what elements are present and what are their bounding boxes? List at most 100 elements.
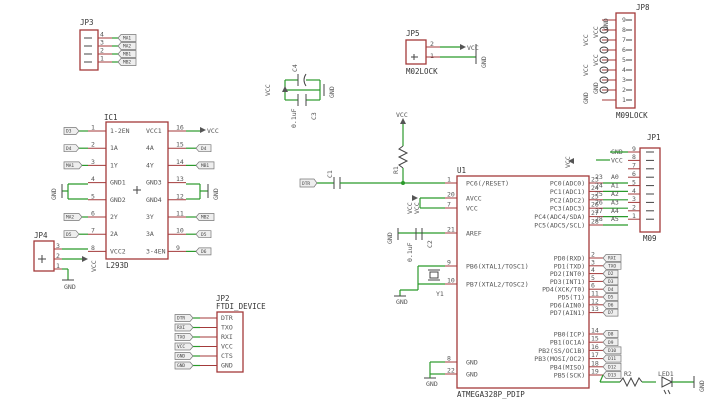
y1-gnd-label: GND <box>396 298 408 306</box>
ic1-pin-name: 2A <box>110 230 118 238</box>
jp4-ref: JP4 <box>34 231 48 240</box>
crystal-y1: GND Y1 <box>394 265 445 306</box>
jp2-vcc-net-tag <box>174 342 194 351</box>
jp1-header: JP1 M09 9GND8VCC76A05A14A23A32A41A523242… <box>564 133 661 243</box>
jp1-vcc-left-label: VCC <box>564 156 572 168</box>
ic1-body <box>105 121 169 260</box>
u1-pin-name: PC0(ADC0) <box>550 180 585 188</box>
jp8-junction <box>599 66 609 74</box>
ic1-pin-name: 1A <box>110 144 118 152</box>
ic1-ref: IC1 <box>104 113 118 122</box>
aref-gnd-label: GND <box>386 232 394 244</box>
u1-pin-name: PD2(INT0) <box>550 270 585 278</box>
jp4-body <box>33 240 55 272</box>
u1-pin-num: 10 <box>447 277 455 285</box>
u1-pin-num: 16 <box>591 343 599 351</box>
led1-ref: LED1 <box>658 370 674 378</box>
ic1-d6-net-text: D6 <box>201 249 207 255</box>
jp2-pin-name: VCC <box>221 343 233 351</box>
ic1-mb2-net-text: MB2 <box>201 215 209 221</box>
u1-gnd-label: GND <box>426 380 438 388</box>
ic1-pin-name: 3-4EN <box>146 247 166 255</box>
jp2-dtr-net-tag <box>174 314 194 322</box>
u1-d7-net-text: D7 <box>608 310 614 316</box>
u1-txo-net-tag <box>602 261 622 270</box>
jp2-txo-net-text: TXO <box>177 335 185 341</box>
u1-pin-name: PC4(ADC4/SDA) <box>534 213 585 221</box>
u1-txo-net-text: TXO <box>608 263 616 269</box>
jp3-pin-num: 1 <box>100 55 104 63</box>
jp1-pin-num: 2 <box>632 204 636 212</box>
jp4-pin-num: 3 <box>56 242 60 250</box>
jp8-side-label: VCC <box>582 34 590 46</box>
u1-pin-name: PD6(AIN0) <box>550 301 585 309</box>
jp1-pin-net: A2 <box>611 190 619 198</box>
ic1-pin-num: 9 <box>176 244 180 252</box>
u1-d9-net-text: D9 <box>608 340 614 346</box>
u1-pin-num: 15 <box>591 335 599 343</box>
jp8-junction <box>599 26 609 34</box>
u1-pin-name: PB3(MOSI/OC2) <box>534 355 585 363</box>
jp5-header: JP5 M02LOCK 2 1 VCC GND <box>405 29 488 76</box>
u1-pin-num: 21 <box>447 226 455 234</box>
jp3-ma2-net-text: MA2 <box>123 44 131 50</box>
jp8-side-label: GND <box>582 92 590 104</box>
jp8-value: M09LOCK <box>616 111 648 120</box>
ic1-pin-num: 16 <box>176 124 184 132</box>
u1-pin-num: 22 <box>447 367 455 375</box>
jp5-ref: JP5 <box>406 29 420 38</box>
jp1-ref: JP1 <box>647 133 661 142</box>
u1-pin-num: 5 <box>591 274 595 282</box>
u1-pin-name: PD1(TXD) <box>554 262 585 270</box>
jp2-gnd-net-text: GND <box>177 354 185 360</box>
c1-dtr-net: DTR <box>302 181 310 187</box>
ic1-ma1-net-tag <box>63 161 83 170</box>
c3-value: 0.1uF <box>290 108 298 128</box>
u1-pin-name: PD4(XCK/T0) <box>542 286 585 294</box>
u1-pin-name: PB5(SCK) <box>554 372 585 380</box>
r1-vcc-label: VCC <box>396 111 408 119</box>
ic1-ma2-net-text: MA2 <box>66 215 74 221</box>
jp2-body <box>216 311 244 373</box>
jp2-gnd-net-tag <box>174 361 194 370</box>
jp4-vcc-label: VCC <box>90 260 98 272</box>
ic1-pin-name: 4A <box>146 144 154 152</box>
jp2-pin-name: GND <box>221 362 233 370</box>
jp4-header: JP4 3 2 1 VCC GND <box>33 231 98 291</box>
jp1-pin-net: A1 <box>611 182 619 190</box>
jp2-pin-name: CTS <box>221 352 233 360</box>
ic1-mb1-net-tag <box>195 161 215 170</box>
c2-ref: C2 <box>426 240 434 248</box>
jp8-pin-num: 6 <box>622 46 626 54</box>
u1-pin-name: AREF <box>466 230 482 238</box>
ic1-pin-name: GND1 <box>110 179 126 187</box>
ic1-pin-num: 12 <box>176 192 184 200</box>
ic1-value: L293D <box>106 261 129 270</box>
reset-network: VCC R1 C1 DTR <box>299 111 445 189</box>
ic1-pin-num: 6 <box>91 210 95 218</box>
jp8-pin-num: 3 <box>622 76 626 84</box>
u1-pin-num: 9 <box>447 259 451 267</box>
u1-d12-net-text: D12 <box>608 364 616 370</box>
jp3-ma1-net-tag <box>117 34 137 42</box>
u1-pin-num: 25 <box>591 192 599 200</box>
u1-pin-name: PB7(XTAL2/TOSC2) <box>466 281 529 289</box>
jp1-pin-num: 7 <box>632 162 636 170</box>
u1-pin-num: 1 <box>447 176 451 184</box>
u1-pin-num: 4 <box>591 266 595 274</box>
jp2-dtr-net-text: DTR <box>177 316 185 322</box>
jp5-pin-num: 1 <box>430 52 434 60</box>
u1-pin-name: PD5(T1) <box>558 294 585 302</box>
u1-pin-num: 24 <box>591 184 599 192</box>
jp1-value: M09 <box>643 234 657 243</box>
ic1-ma1-net-text: MA1 <box>66 163 74 169</box>
jp1-pin-num: 4 <box>632 187 636 195</box>
ic1-d3-net-text: D3 <box>66 129 72 135</box>
u1-pin-name: PB6(XTAL1/TOSC1) <box>466 263 529 271</box>
u1-d12-net-tag <box>602 362 622 371</box>
u1-pin-name: PD0(RXD) <box>554 255 585 263</box>
u1-d5-net-text: D5 <box>608 295 614 301</box>
c3-c4-decoupling: C4 0.1uF C3 VCC GND <box>264 64 336 128</box>
